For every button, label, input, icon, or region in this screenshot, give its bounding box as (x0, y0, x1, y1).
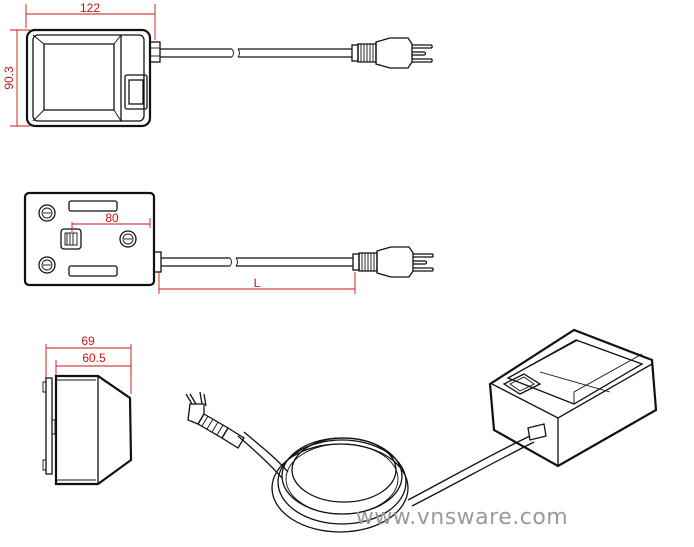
top-height-dimension: 90.3 (2, 29, 30, 127)
side-inner-dimension: 60.5 (55, 351, 132, 378)
perspective-plug (185, 391, 245, 449)
top-width-dimension: 122 (25, 1, 156, 40)
mounting-slot-top (68, 200, 118, 212)
top-width-label: 122 (80, 1, 100, 15)
perspective-switch (502, 373, 542, 395)
top-plug (351, 37, 433, 69)
side-housing-outline (54, 374, 133, 486)
top-switch (124, 74, 148, 110)
screw-right (119, 230, 137, 248)
perspective-cord-gland (527, 423, 547, 441)
perspective-housing (488, 328, 658, 468)
bottom-cord (161, 257, 353, 267)
screw-bottom-left (38, 256, 56, 274)
bottom-cord-gland (153, 251, 162, 273)
top-housing-outline (25, 28, 152, 128)
spacing-label: 80 (105, 211, 119, 225)
side-outer-label: 69 (81, 334, 95, 348)
center-terminal (60, 228, 82, 250)
screw-top-left (38, 204, 56, 222)
bottom-housing-outline (23, 191, 156, 287)
watermark: www.vnsware.com (356, 505, 568, 530)
top-height-label: 90.3 (2, 66, 16, 90)
bottom-view: 80 L (23, 191, 434, 294)
side-inner-label: 60.5 (82, 351, 106, 365)
spacing-dimension: 80 (71, 211, 151, 232)
side-mounting-plate (42, 377, 56, 475)
cord-length-label: L (254, 276, 261, 290)
perspective-coiled-cord (237, 431, 535, 533)
cord-length-dimension: L (158, 272, 356, 294)
bottom-plug (352, 246, 434, 278)
top-cord (160, 48, 352, 58)
top-cord-gland (149, 41, 161, 63)
perspective-view (185, 328, 658, 533)
mounting-slot-bottom (68, 265, 118, 277)
top-view: 122 90.3 (2, 1, 433, 128)
side-view: 69 60.5 (42, 334, 133, 486)
